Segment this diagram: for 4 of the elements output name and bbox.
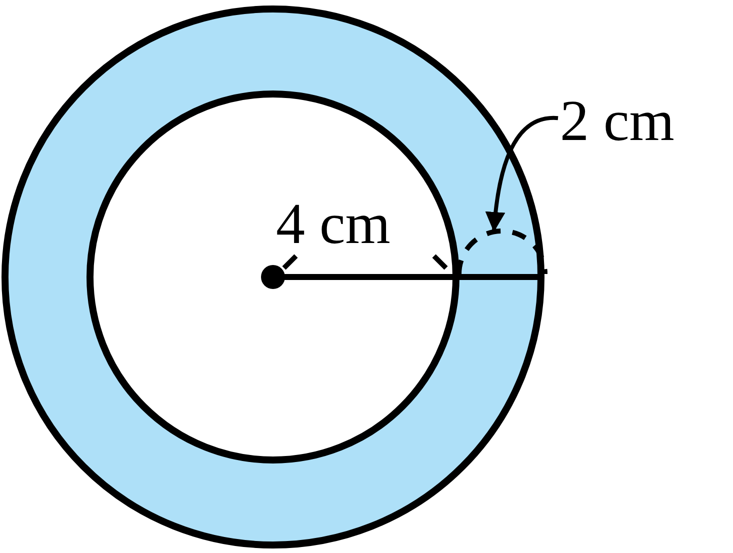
dashed-arc bbox=[456, 228, 548, 274]
leader-arrow bbox=[486, 116, 558, 232]
dimension-label: 2 cm bbox=[560, 88, 674, 153]
dimension-label: 4 cm bbox=[276, 195, 390, 253]
